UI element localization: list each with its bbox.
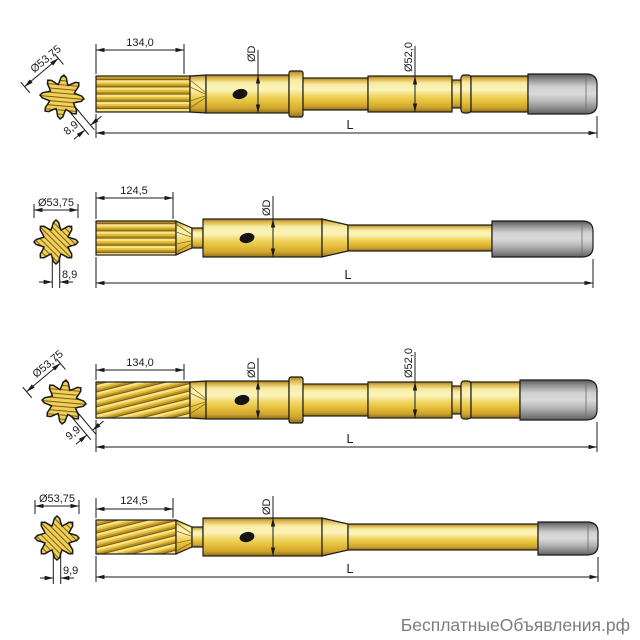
body-section xyxy=(302,383,369,417)
cross-section-2: Ø53,75 8,9 xyxy=(33,197,79,288)
stop-collar xyxy=(288,70,304,118)
taper-transition xyxy=(321,218,349,258)
watermark: БесплатныеОбъявления.рф xyxy=(401,615,630,635)
ring xyxy=(460,380,472,420)
body-section-52 xyxy=(367,381,453,419)
thread-end-cap xyxy=(537,521,599,556)
drive-cylinder xyxy=(205,74,290,114)
spline-shank xyxy=(95,220,177,256)
taper-transition xyxy=(321,517,349,557)
body-section-52 xyxy=(367,75,453,113)
relief-groove xyxy=(451,385,462,415)
cross-section-4: Ø53,75 9,9 xyxy=(34,493,80,584)
thread-end-cap xyxy=(519,379,598,421)
body-diameter-label: Ø52,0 xyxy=(403,348,415,378)
total-length-label: L xyxy=(347,432,354,446)
spline-length-label: 134,0 xyxy=(126,357,154,369)
total-length-label: L xyxy=(347,118,354,132)
flushing-hole xyxy=(239,531,255,543)
body-section-rear xyxy=(470,381,521,419)
head-diameter-label: ØD xyxy=(261,498,273,515)
body-section xyxy=(302,77,369,111)
drawing-row-1: Ø53,75 8,9 134,0 ØD Ø52,0 xyxy=(20,37,598,140)
spline-cross-section xyxy=(34,515,80,561)
flushing-hole xyxy=(239,232,255,244)
ring xyxy=(460,74,472,114)
section-diameter-label: Ø53,75 xyxy=(39,493,75,505)
head-diameter-label: ØD xyxy=(246,361,258,378)
shaft xyxy=(347,523,539,551)
body-diameter-label: Ø52,0 xyxy=(403,42,415,72)
drawing-row-4: Ø53,75 9,9 124,5 ØD L xyxy=(34,493,599,584)
thread-end-cap xyxy=(527,73,598,115)
spline-taper xyxy=(189,74,207,114)
head-diameter-label: ØD xyxy=(261,199,273,216)
spline-length-label: 124,5 xyxy=(120,185,148,197)
stop-collar xyxy=(288,376,304,424)
thread-end-cap xyxy=(491,220,594,258)
spline-length-label: 134,0 xyxy=(126,37,154,49)
body-section-rear xyxy=(470,75,529,113)
spline-cross-section xyxy=(33,219,79,265)
section-diameter-label: Ø53,75 xyxy=(38,197,74,209)
drawing-row-2: Ø53,75 8,9 124,5 ØD L xyxy=(33,185,594,288)
spline-shank xyxy=(95,519,177,555)
spline-width-label: 8,9 xyxy=(62,269,77,281)
total-length-label: L xyxy=(347,562,354,576)
total-length-label: L xyxy=(345,268,352,282)
spline-width-label: 9,9 xyxy=(63,565,78,577)
relief-groove xyxy=(451,79,462,109)
shaft xyxy=(347,224,493,252)
spline-length-label: 124,5 xyxy=(120,495,148,507)
drive-cylinder xyxy=(202,517,323,557)
spline-taper xyxy=(189,380,207,420)
spline-shank xyxy=(95,381,191,419)
head-diameter-label: ØD xyxy=(246,45,258,62)
flushing-hole xyxy=(232,88,248,100)
spline-shank xyxy=(95,75,191,113)
neck xyxy=(191,227,204,249)
drive-cylinder xyxy=(202,218,323,258)
flushing-hole xyxy=(234,394,250,406)
neck xyxy=(191,526,204,548)
